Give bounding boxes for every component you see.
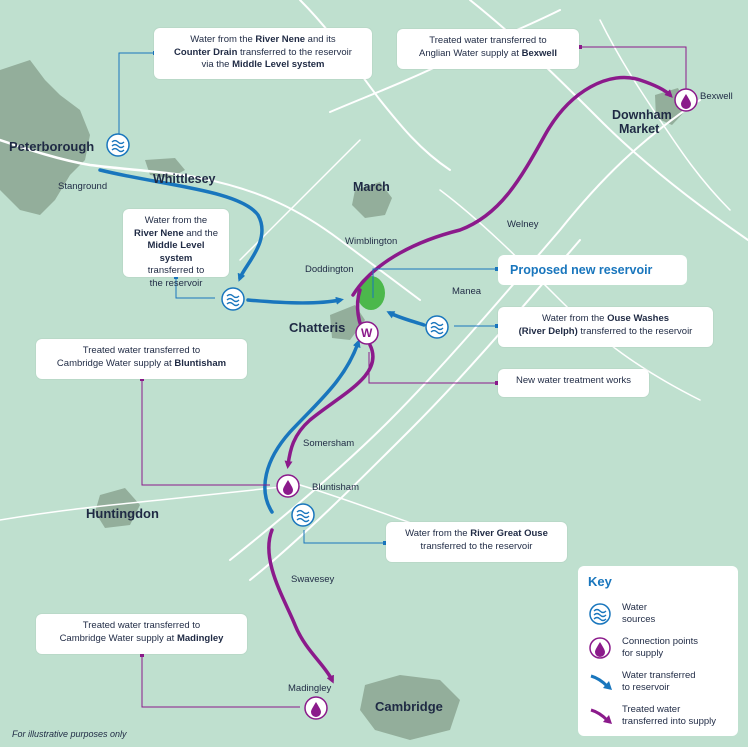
route-whittlesey-chatteris [246,296,344,305]
connection-point-icon [304,696,328,720]
urban-areas [0,60,688,740]
route-bluntisham [284,343,375,469]
callout-bexwell: Treated water transferred to Anglian Wat… [397,29,579,69]
footnote: For illustrative purposes only [12,729,127,739]
treatment-works-symbol: W [361,326,373,340]
callout-great-ouse: Water from the River Great Ouse transfer… [386,522,567,562]
connection-point-icon [276,474,300,498]
connection-point-icon [674,88,698,112]
town-cambridge: Cambridge [375,699,443,714]
water-transfer-routes [98,168,426,514]
water-source-markers [106,133,449,527]
town-chatteris: Chatteris [289,320,346,335]
water-source-icon [106,133,130,157]
callout-treatment-works: New water treatment works [498,369,649,397]
connection-point-markers [276,88,698,720]
huntingdon-urban [95,488,140,528]
connection-point-icon [589,637,611,659]
reservoir-shape [357,276,385,310]
blue-leaders [118,52,497,544]
town-whittlesey: Whittlesey [153,172,216,186]
town-bluntisham: Bluntisham [312,482,359,493]
town-wimblington: Wimblington [345,236,398,247]
purple-leader-dots [140,45,582,657]
callout-bluntisham: Treated water transferred to Cambridge W… [36,339,247,379]
purple-arrow-icon [590,708,612,724]
purple-leaders [141,46,687,708]
supply-transfer-routes [267,75,673,684]
water-source-icon [291,503,315,527]
blue-arrow-icon [590,674,612,690]
town-march: March [353,180,390,194]
route-peterborough [98,168,264,282]
callout-ouse-washes: Water from the Ouse Washes (River Delph)… [498,307,713,347]
town-stanground: Stanground [58,181,108,192]
water-source-icon [589,603,611,625]
route-madingley [267,528,334,684]
town-peterborough: Peterborough [9,139,95,154]
town-doddington: Doddington [305,264,354,275]
town-madingley: Madingley [288,683,332,694]
cambridge-urban [360,675,460,740]
town-swavesey: Swavesey [291,574,335,585]
water-source-icon [425,315,449,339]
treatment-works-marker [355,321,379,345]
callout-nene-counter-drain: Water from the River Nene and its Counte… [154,28,372,79]
town-welney: Welney [507,219,539,230]
route-bexwell [351,75,673,297]
water-source-icon [221,287,245,311]
town-huntingdon: Huntingdon [86,506,159,521]
town-downham-market-line1: Downham [612,108,672,122]
town-manea: Manea [452,286,482,297]
town-downham-market-line2: Market [619,122,660,136]
town-somersham: Somersham [303,438,355,449]
callout-nene-middle-level: Water from the River Nene and the Middle… [123,209,229,289]
callout-madingley: Treated water transferred to Cambridge W… [36,614,247,654]
march-urban [352,182,392,218]
peterborough-urban [0,60,90,215]
route-ouse-washes [386,311,426,327]
key-title: Key [588,574,612,589]
town-bexwell: Bexwell [700,91,733,102]
headline-proposed-reservoir: Proposed new reservoir [498,255,687,285]
route-great-ouse [263,339,361,514]
